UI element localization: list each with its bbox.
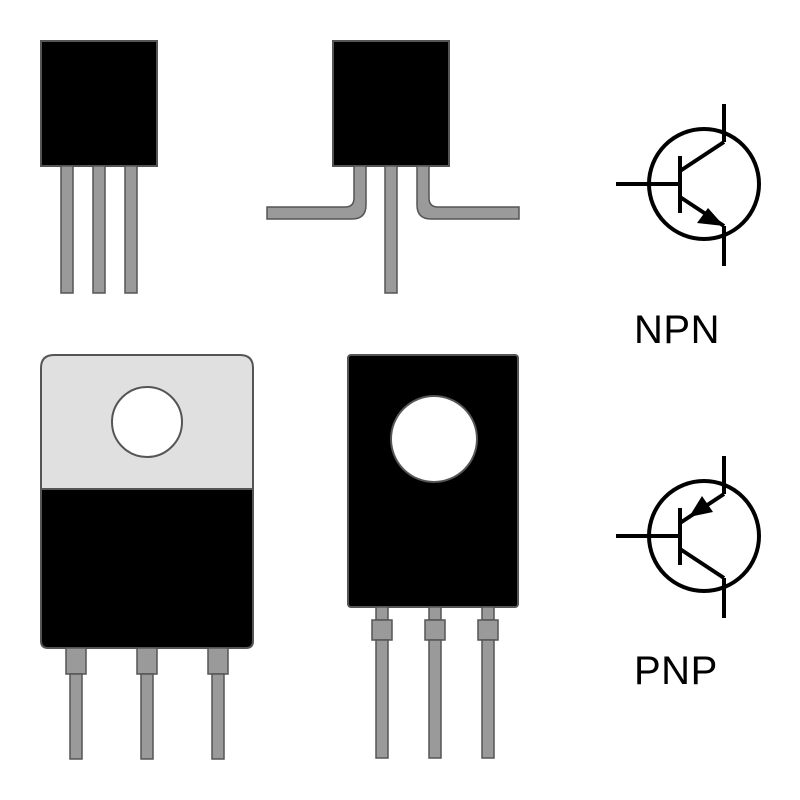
to220-package [40,354,254,760]
pnp-arrow-icon [689,496,713,517]
lead-pin [384,165,398,294]
lead-pin [136,647,158,760]
to92-straight-leads [40,40,158,294]
mounting-hole [390,395,478,483]
pnp-collector-line [678,547,726,580]
to92-body [40,40,158,167]
lead-pin [477,606,499,759]
lead-pin-bent-left [266,165,367,220]
lead-pin [92,165,106,294]
mounting-hole [111,386,183,458]
lead-pin [124,165,138,294]
lead-pin-bent-right [416,165,520,220]
npn-label: NPN [634,308,720,352]
npn-collector-line [678,140,726,173]
pnp-label: PNP [634,649,718,693]
pnp-symbol [616,456,761,618]
npn-arrow-icon [697,208,724,226]
lead-pin [371,606,393,759]
lead-pin [60,165,74,294]
lead-pin [65,647,87,760]
lead-pin [424,606,446,759]
lead-pin [207,647,229,760]
to92-body [332,40,450,167]
to92-bent-leads [266,40,520,294]
to126-package [347,354,519,759]
to220-body [40,488,254,649]
npn-symbol [616,104,761,266]
